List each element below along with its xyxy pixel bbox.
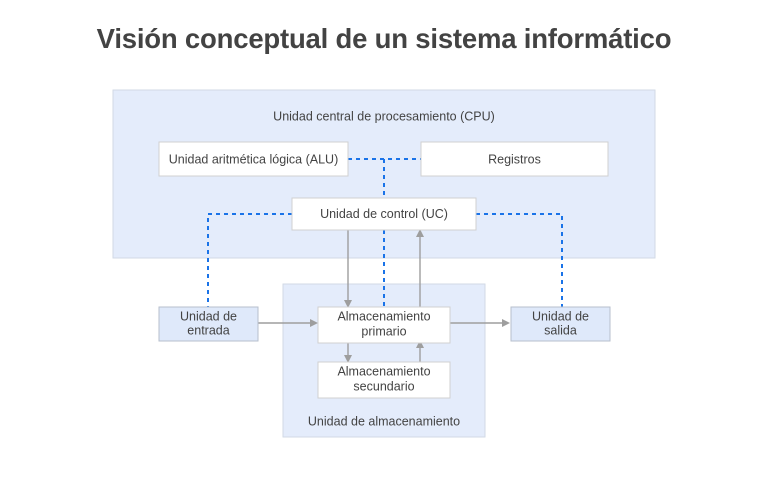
primary-storage-label-line2: primario	[361, 324, 406, 338]
alu-label: Unidad aritmética lógica (ALU)	[169, 152, 339, 166]
secondary-storage-label-line1: Almacenamiento	[337, 364, 430, 378]
primary-storage-label-line1: Almacenamiento	[337, 309, 430, 323]
primary-storage-box[interactable]	[317, 306, 451, 344]
registros-box[interactable]	[420, 141, 609, 177]
cpu-container-label: Unidad central de procesamiento (CPU)	[273, 109, 495, 123]
output-unit-box[interactable]	[510, 306, 611, 342]
arrowhead-uc-to-primary	[344, 300, 352, 308]
output-unit-label-line2: salida	[544, 323, 577, 337]
secondary-storage-label-line2: secundario	[353, 379, 414, 393]
output-unit-label-line1: Unidad de	[532, 309, 589, 323]
arrowhead-input-to-primary	[310, 319, 318, 327]
input-unit-label-line2: entrada	[187, 323, 229, 337]
page-title: Visión conceptual de un sistema informát…	[96, 23, 672, 54]
arrowhead-primary-to-uc	[416, 229, 424, 237]
alu-box[interactable]	[158, 141, 349, 177]
input-unit-box[interactable]	[158, 306, 259, 342]
control-unit-box[interactable]	[291, 197, 477, 231]
arrowhead-secondary-to-primary	[416, 340, 424, 348]
arrowhead-primary-to-output	[502, 319, 510, 327]
registros-label: Registros	[488, 152, 541, 166]
secondary-storage-box[interactable]	[317, 361, 451, 399]
dashed-uc-to-output-unit	[476, 213, 563, 307]
storage-container-label: Unidad de almacenamiento	[308, 414, 460, 428]
dashed-uc-to-input-unit	[207, 213, 292, 307]
input-unit-label-line1: Unidad de	[180, 309, 237, 323]
control-unit-label: Unidad de control (UC)	[320, 207, 448, 221]
arrowhead-primary-to-secondary	[344, 355, 352, 363]
